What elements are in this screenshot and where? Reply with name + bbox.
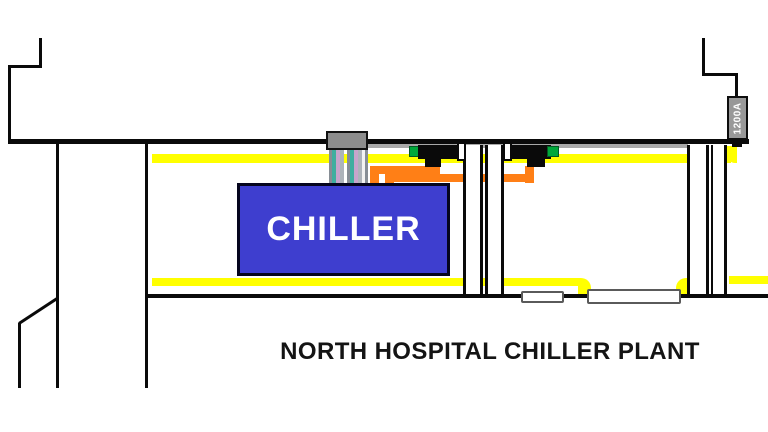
wall-top	[8, 139, 749, 144]
wall-right-vert	[735, 73, 738, 98]
wall-notch-vert-left	[39, 38, 42, 68]
breaker-stub	[732, 137, 742, 147]
right-wall-line	[724, 145, 727, 297]
wall-notch-horiz-right	[702, 73, 738, 76]
orange-pipe-a-vertical	[370, 166, 379, 184]
mid-wall-column	[466, 145, 480, 297]
chiller-label: CHILLER	[266, 210, 421, 248]
right-wall-line	[687, 145, 690, 297]
valve-left-stub	[425, 158, 441, 167]
chiller-unit: CHILLER	[237, 183, 450, 276]
pipe-elbow-breaker	[727, 146, 737, 163]
plant-caption: NORTH HOSPITAL CHILLER PLANT	[280, 338, 700, 365]
orange-pipe-a-horizontal	[370, 166, 440, 174]
breaker-label: 1200A	[732, 102, 743, 134]
valve-left-body	[418, 145, 461, 159]
orange-pipe-b-vertical-right	[525, 166, 534, 183]
wall-mid-left	[145, 144, 148, 388]
valve-left-flange	[457, 142, 466, 161]
right-wall-line	[706, 145, 709, 297]
door-opening-small	[521, 291, 564, 303]
valve-right-stub	[527, 158, 545, 167]
mid-wall-line	[480, 145, 483, 297]
mid-wall-column	[487, 145, 501, 297]
wall-notch-horiz-left	[8, 65, 42, 68]
wall-left-lower-b	[18, 323, 21, 388]
wall-left-vert	[8, 65, 11, 143]
right-wall-line	[710, 145, 713, 297]
mid-wall-line	[463, 145, 466, 297]
orange-pipe-b-horizontal	[385, 174, 534, 182]
wall-notch-vert-right	[702, 38, 705, 76]
starter-box	[326, 131, 368, 150]
right-wall-column	[690, 145, 706, 297]
right-wall-column	[713, 145, 724, 297]
valve-right-status-green	[547, 146, 559, 157]
mid-wall-line	[485, 145, 488, 297]
breaker-1200a: 1200A	[727, 96, 748, 140]
floor-line-bottom	[146, 294, 768, 298]
mid-wall-line	[500, 145, 504, 297]
wall-left-lower-a	[56, 144, 59, 388]
chilled-water-pipe-bottom	[152, 278, 579, 286]
door-opening-large	[587, 289, 681, 304]
chilled-water-pipe-bottom-right	[729, 276, 768, 284]
valve-right-body	[511, 145, 551, 159]
wall-door-diagonal	[18, 296, 59, 325]
